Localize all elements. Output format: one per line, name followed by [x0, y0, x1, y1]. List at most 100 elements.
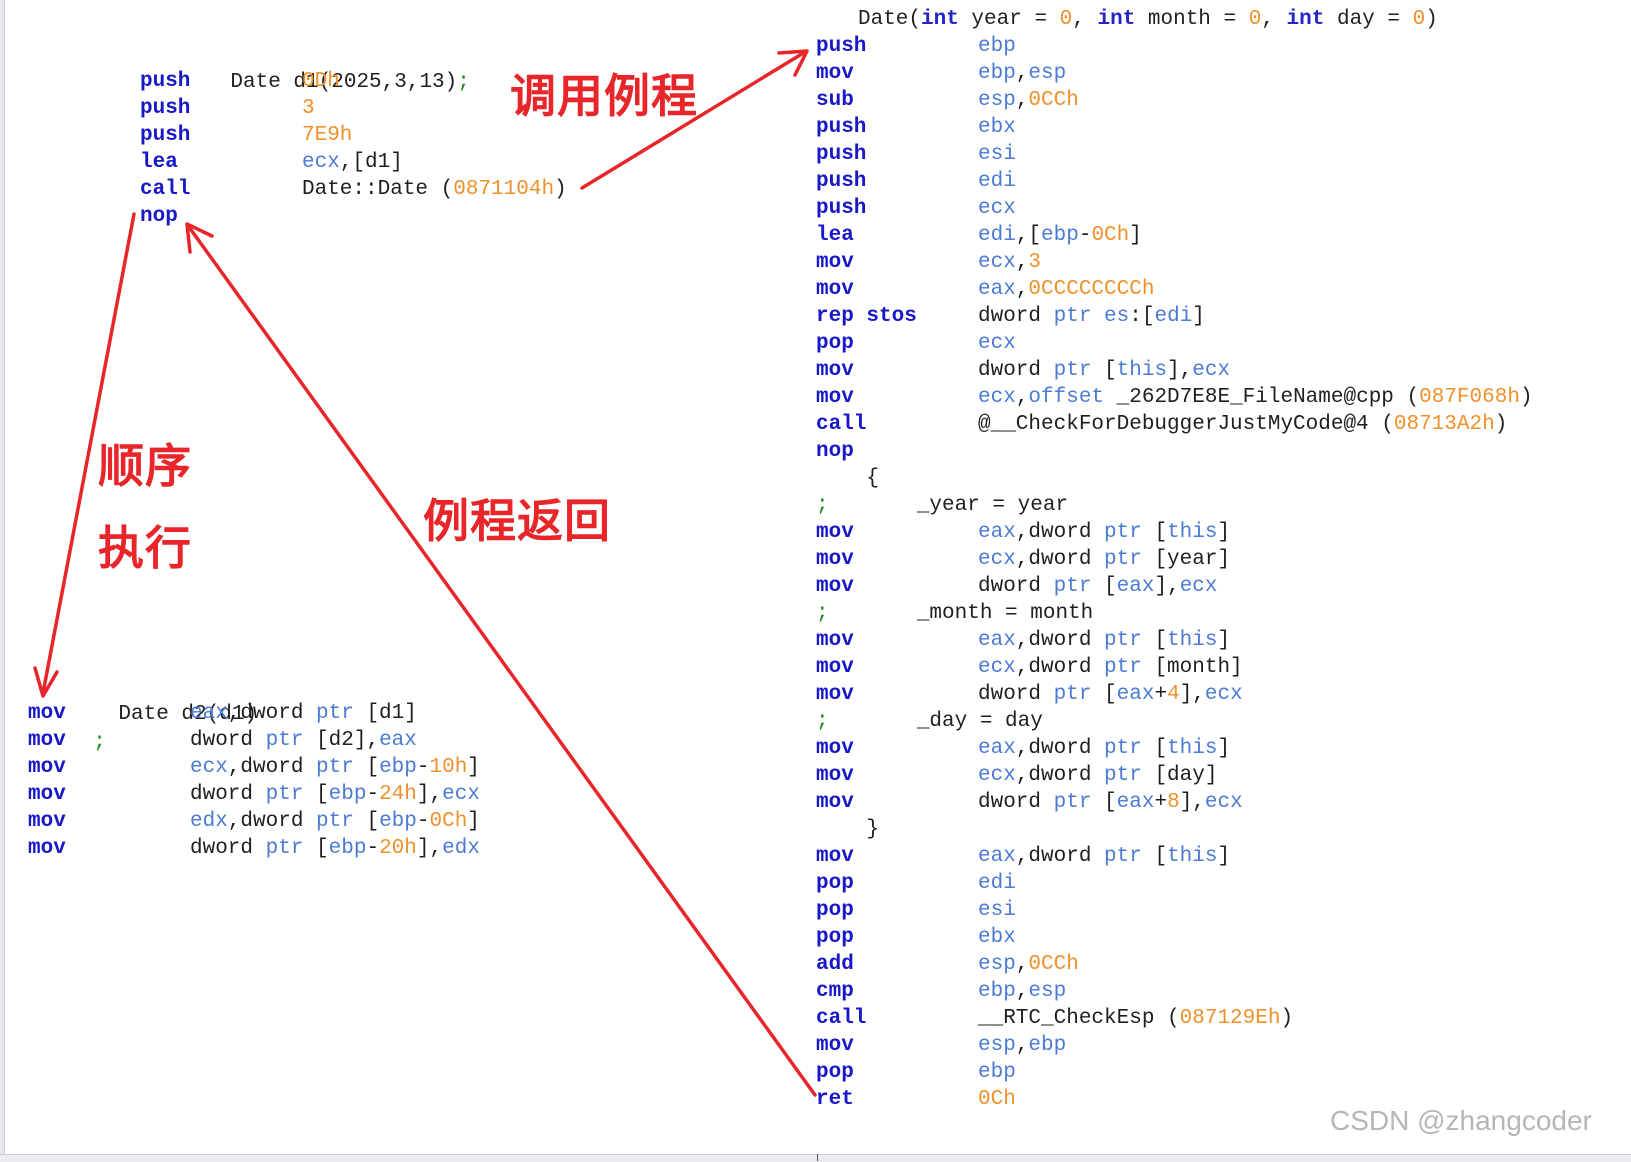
operand-token: eax	[190, 702, 228, 725]
instruction-operand: __RTC_CheckEsp (087129Eh)	[978, 1005, 1293, 1033]
operand-token: edi	[978, 170, 1016, 193]
instruction-operand: esp,ebp	[978, 1032, 1066, 1060]
operand-token: [	[1091, 683, 1117, 706]
operand-token: [	[1141, 629, 1168, 652]
operand-token: ptr	[1053, 575, 1092, 598]
operand-token: ptr	[1053, 359, 1092, 382]
operand-token: ]	[1217, 521, 1231, 544]
operand-token: [year]	[1141, 548, 1231, 571]
operand-token: 10h	[429, 756, 468, 779]
operand-token: (	[1406, 386, 1420, 409]
instruction-mnemonic: mov	[28, 756, 66, 779]
watermark: CSDN @zhangcoder	[1330, 1105, 1592, 1136]
operand-token: ptr	[316, 810, 354, 833]
operand-token: 24h	[379, 783, 417, 806]
operand-token: esp	[978, 89, 1016, 112]
operand-token: )	[554, 178, 567, 201]
operand-token: month =	[1135, 8, 1249, 31]
operand-token: ptr	[1104, 764, 1142, 787]
operand-token: ptr	[1104, 737, 1142, 760]
operand-token: ]	[1217, 845, 1231, 868]
semicolon: ;	[457, 71, 470, 94]
instruction-operand: eax,dword ptr [this]	[978, 843, 1230, 871]
instruction-operand: dword ptr [eax+8],ecx	[978, 789, 1243, 817]
operand-token: ,dword	[1015, 521, 1105, 544]
operand-token: ecx	[978, 332, 1016, 355]
operand-token: ptr	[265, 837, 304, 860]
instruction-operand: eax,0CCCCCCCCh	[978, 276, 1154, 304]
source-text: _year = year	[816, 494, 1069, 517]
operand-token: ,dword	[1015, 629, 1105, 652]
operand-token: 20h	[379, 837, 417, 860]
operand-token: ]	[1129, 224, 1142, 247]
operand-token: +	[1154, 683, 1168, 706]
instruction-operand: dword ptr [ebp-20h],edx	[190, 835, 480, 863]
operand-token: ,dword	[1015, 845, 1105, 868]
source-text: Date d1(2025,3,13)	[230, 71, 458, 94]
instruction-operand: ecx,dword ptr [day]	[978, 762, 1217, 790]
instruction-operand: ecx,dword ptr [ebp-10h]	[190, 754, 480, 782]
operand-token: ,dword	[1015, 548, 1105, 571]
operand-token: 0Ch	[1091, 224, 1130, 247]
operand-token: this	[1167, 629, 1218, 652]
instruction-mnemonic: pop	[816, 872, 854, 895]
operand-token: -	[1078, 224, 1092, 247]
instruction-mnemonic: nop	[816, 440, 854, 463]
operand-token: -	[416, 756, 430, 779]
instruction-operand: @__CheckForDebuggerJustMyCode@4 (08713A2…	[978, 411, 1507, 439]
instruction-operand: ecx	[978, 195, 1016, 223]
operand-token: 0	[1248, 8, 1262, 31]
operand-token: ecx	[1204, 791, 1243, 814]
operand-token: )	[1519, 386, 1533, 409]
operand-token: es	[1104, 305, 1130, 328]
operand-token: ebp	[978, 35, 1016, 58]
instruction-operand: ecx	[978, 330, 1016, 358]
horizontal-scrollbar-track[interactable]	[0, 1154, 1631, 1162]
operand-token: ebp	[978, 980, 1016, 1003]
source-text: {	[816, 467, 880, 490]
operand-token: ecx	[978, 548, 1016, 571]
operand-token: [day]	[1141, 764, 1218, 787]
instruction-mnemonic: add	[816, 953, 854, 976]
operand-token: ]	[467, 756, 480, 779]
operand-token: [	[353, 756, 380, 779]
instruction-mnemonic: mov	[816, 575, 854, 598]
semicolon: ;	[816, 494, 829, 517]
operand-token: esi	[978, 899, 1016, 922]
call-arrow	[580, 50, 807, 190]
operand-token: ptr	[1053, 305, 1092, 328]
operand-token: ptr	[1053, 791, 1092, 814]
operand-token: eax	[978, 629, 1016, 652]
operand-token: 0Ch	[978, 1088, 1016, 1111]
instruction-operand: eax,dword ptr [this]	[978, 519, 1230, 547]
instruction-mnemonic: lea	[816, 224, 854, 247]
operand-token: ecx	[978, 251, 1016, 274]
operand-token: eax	[1116, 791, 1155, 814]
sequential-arrow	[41, 212, 136, 695]
operand-token: this	[1167, 521, 1218, 544]
operand-token: 7E9h	[302, 124, 353, 147]
operand-token: )	[1494, 413, 1508, 436]
instruction-mnemonic: pop	[816, 1061, 854, 1084]
operand-token: ecx	[1204, 683, 1243, 706]
instruction-mnemonic: mov	[816, 62, 854, 85]
instruction-operand: edi	[978, 168, 1016, 196]
operand-token: [d1]	[353, 702, 417, 725]
operand-token: [	[1141, 737, 1168, 760]
operand-token: ecx	[978, 764, 1016, 787]
instruction-mnemonic: mov	[816, 1034, 854, 1057]
operand-token: 0	[1059, 8, 1073, 31]
operand-token: [	[1091, 359, 1117, 382]
operand-token: dword	[978, 791, 1054, 814]
operand-token: ebx	[978, 116, 1016, 139]
operand-token: ebp	[1041, 224, 1079, 247]
instruction-operand: esi	[978, 897, 1016, 925]
operand-token: this	[1116, 359, 1168, 382]
operand-token: ptr	[265, 729, 304, 752]
operand-token: dword	[978, 305, 1054, 328]
operand-token: Date::Date	[302, 178, 441, 201]
instruction-operand: 0Ch	[978, 1086, 1016, 1114]
source-line: _year = year;	[816, 492, 1068, 520]
operand-token: ecx	[978, 656, 1016, 679]
operand-token: ptr	[1104, 521, 1142, 544]
